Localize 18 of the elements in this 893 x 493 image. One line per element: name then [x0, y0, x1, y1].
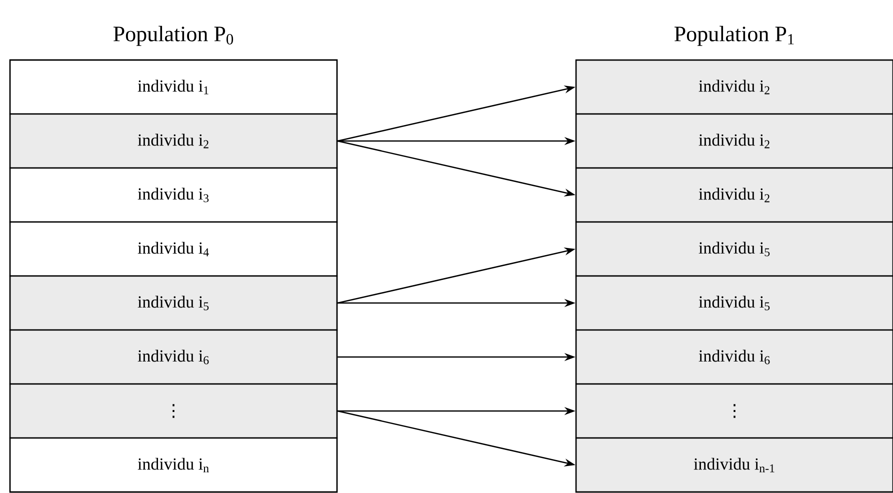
individual-row: individu i$_{n-1}$: [575, 437, 893, 493]
node-label: Population P$_{0}$: [113, 26, 234, 46]
individual-row: individu i$_{4}$: [9, 221, 338, 277]
individual-row: individu i$_{2}$: [575, 59, 893, 115]
individual-row: individu i$_{5}$: [575, 221, 893, 277]
individual-row: individu i$_{6}$: [575, 329, 893, 385]
individual-row: individu i$_{2}$: [575, 113, 893, 169]
individual-row: individu i$_{5}$: [9, 275, 338, 331]
individual-row: individu i$_{3}$: [9, 167, 338, 223]
individual-row: individu i$_{n}$: [9, 437, 338, 493]
individual-row: individu i$_{2}$: [575, 167, 893, 223]
individual-row: individu i$_{6}$: [9, 329, 338, 385]
individual-row: ⋮: [575, 383, 893, 439]
individual-row: ⋮: [9, 383, 338, 439]
individual-row: individu i$_{2}$: [9, 113, 338, 169]
individual-row: individu i$_{1}$: [9, 59, 338, 115]
node-label: Population P$_{1}$: [674, 26, 794, 46]
individual-row: individu i$_{5}$: [575, 275, 893, 331]
